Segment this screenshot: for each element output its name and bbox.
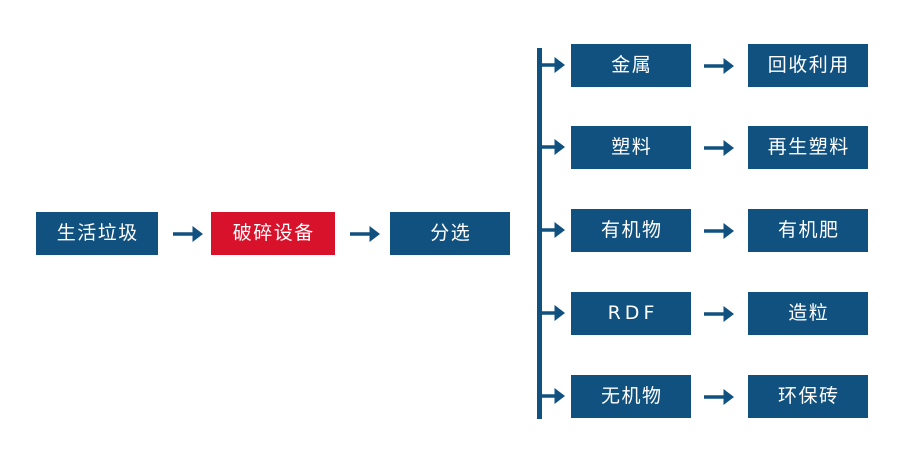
arrow-right-icon <box>345 212 385 255</box>
branch-split-icon <box>539 386 565 406</box>
node-product-organic-fertilizer[interactable]: 有机肥 <box>748 209 868 252</box>
node-product-granulation[interactable]: 造粒 <box>748 292 868 335</box>
node-label: 有机物 <box>600 219 663 241</box>
arrow-right-icon <box>699 126 739 169</box>
arrow-right-icon <box>699 292 739 335</box>
node-label: RDF <box>607 302 659 324</box>
branch-bus-line <box>537 48 542 419</box>
node-material-rdf[interactable]: RDF <box>571 292 691 335</box>
arrow-right-icon <box>699 44 739 87</box>
arrow-right-icon <box>168 212 208 255</box>
branch-split-icon <box>539 55 565 75</box>
node-label: 再生塑料 <box>767 136 850 158</box>
node-label: 生活垃圾 <box>56 222 139 244</box>
branch-split-icon <box>539 137 565 157</box>
node-material-inorganic[interactable]: 无机物 <box>571 375 691 418</box>
node-label: 环保砖 <box>777 385 840 407</box>
node-material-metal[interactable]: 金属 <box>571 44 691 87</box>
node-label: 分选 <box>430 222 472 244</box>
branch-split-icon <box>539 220 565 240</box>
node-label: 造粒 <box>788 302 830 324</box>
arrow-right-icon <box>699 375 739 418</box>
node-label: 塑料 <box>611 136 653 158</box>
node-label: 有机肥 <box>777 219 840 241</box>
node-label: 回收利用 <box>767 54 850 76</box>
node-product-recycle[interactable]: 回收利用 <box>748 44 868 87</box>
node-label: 破碎设备 <box>232 222 315 244</box>
node-input-waste[interactable]: 生活垃圾 <box>36 212 158 255</box>
arrow-right-icon <box>699 209 739 252</box>
node-crusher-equipment[interactable]: 破碎设备 <box>211 212 335 255</box>
node-material-plastic[interactable]: 塑料 <box>571 126 691 169</box>
node-label: 金属 <box>611 54 653 76</box>
node-product-eco-brick[interactable]: 环保砖 <box>748 375 868 418</box>
node-sorting[interactable]: 分选 <box>390 212 510 255</box>
branch-split-icon <box>539 303 565 323</box>
node-material-organic[interactable]: 有机物 <box>571 209 691 252</box>
node-label: 无机物 <box>600 385 663 407</box>
node-product-regenerated-plastic[interactable]: 再生塑料 <box>748 126 868 169</box>
